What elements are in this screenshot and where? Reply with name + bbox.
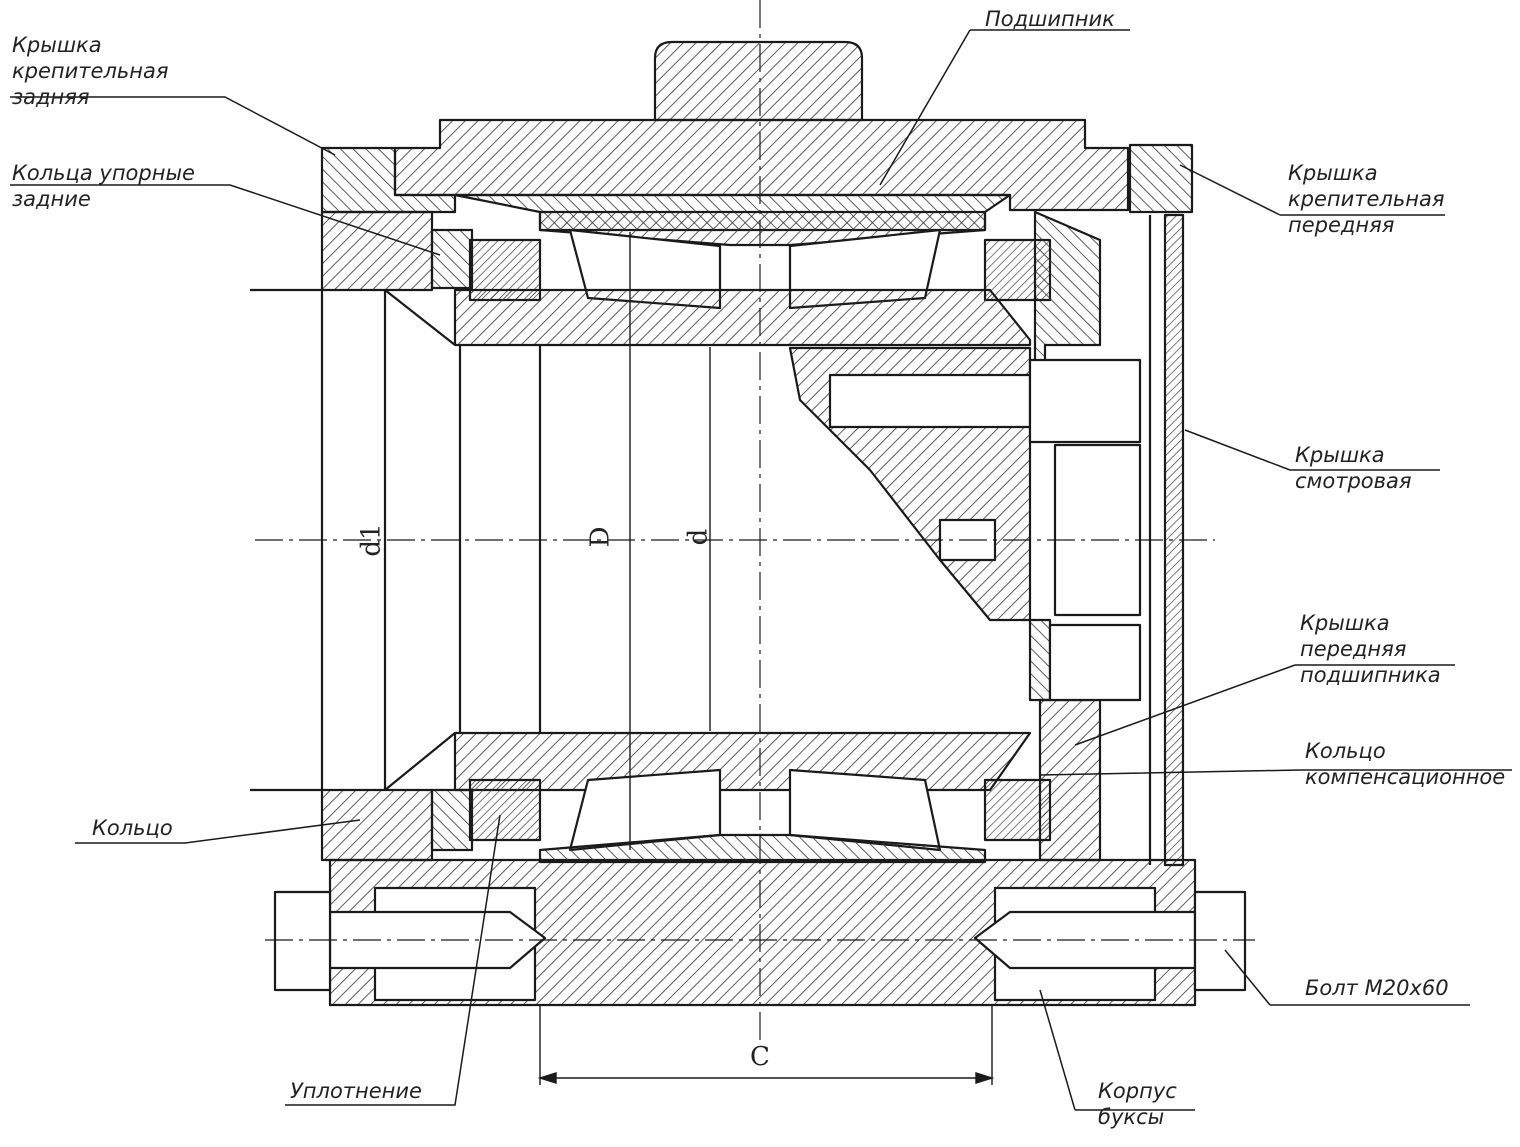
label-bearing-front-cover: Крышка передняя подшипника xyxy=(1300,611,1441,687)
dim-label-D: D xyxy=(585,526,616,548)
cap-bolt-center xyxy=(1053,443,1142,617)
rear-cover-top xyxy=(320,146,457,214)
housing-top xyxy=(393,118,1130,212)
label-seal: Уплотнение xyxy=(290,1079,422,1103)
leader-front-cover xyxy=(1179,164,1445,216)
rear-thrust-ring-step-bottom xyxy=(430,788,474,852)
leader-ring xyxy=(75,819,361,844)
leader-compensation-ring xyxy=(1039,769,1512,776)
label-axle-box-housing: Корпус буксы xyxy=(1098,1079,1177,1129)
bottom-bolt-left-head xyxy=(273,890,332,992)
leader-bearing xyxy=(879,29,1130,186)
leader-inspection-cover xyxy=(1184,429,1440,471)
leader-housing xyxy=(1039,989,1195,1111)
seal-front-bottom xyxy=(983,778,1052,842)
rear-thrust-ring-step-top xyxy=(430,228,474,290)
cap-bolt-upper-head xyxy=(1028,358,1142,444)
label-rear-thrust-ring: Кольца упорные задние xyxy=(12,161,195,211)
dim-label-d: d xyxy=(683,528,714,546)
rear-thrust-ring-bottom xyxy=(320,788,434,862)
leader-rear-cover xyxy=(10,96,336,156)
leader-bearing-front-cover xyxy=(1074,664,1455,746)
leader-seal xyxy=(285,814,501,1106)
label-bearing: Подшипник xyxy=(985,7,1115,31)
bottom-bolt-right-head xyxy=(1193,890,1247,992)
outer-ring-bottom xyxy=(538,833,987,864)
seal-rear-bottom xyxy=(468,778,542,842)
label-rear-fixing-cover: Крышка крепительная задняя xyxy=(12,33,169,109)
leader-bolt xyxy=(1224,949,1470,1006)
end-cap-lower xyxy=(1028,618,1052,702)
front-cover-top xyxy=(1128,143,1194,214)
cap-bolt-lower-head xyxy=(1048,623,1142,702)
dim-label-d1: d1 xyxy=(356,523,387,557)
leader-rear-thrust-ring xyxy=(10,184,441,256)
label-compensation-ring: Кольцо компенсационное xyxy=(1305,739,1506,789)
inner-ring-top xyxy=(453,288,1032,347)
label-inspection-cover: Крышка смотровая xyxy=(1295,443,1412,493)
housing-top-lug xyxy=(653,40,864,122)
cap-bolt-upper xyxy=(828,373,1032,429)
rear-thrust-ring-top xyxy=(320,210,434,292)
dim-label-C: C xyxy=(750,1042,770,1072)
label-bolt: Болт М20х60 xyxy=(1305,976,1449,1000)
label-front-fixing-cover: Крышка крепительная передняя xyxy=(1288,161,1445,237)
label-ring: Кольцо xyxy=(92,816,173,840)
inner-ring-bottom xyxy=(453,731,1032,792)
